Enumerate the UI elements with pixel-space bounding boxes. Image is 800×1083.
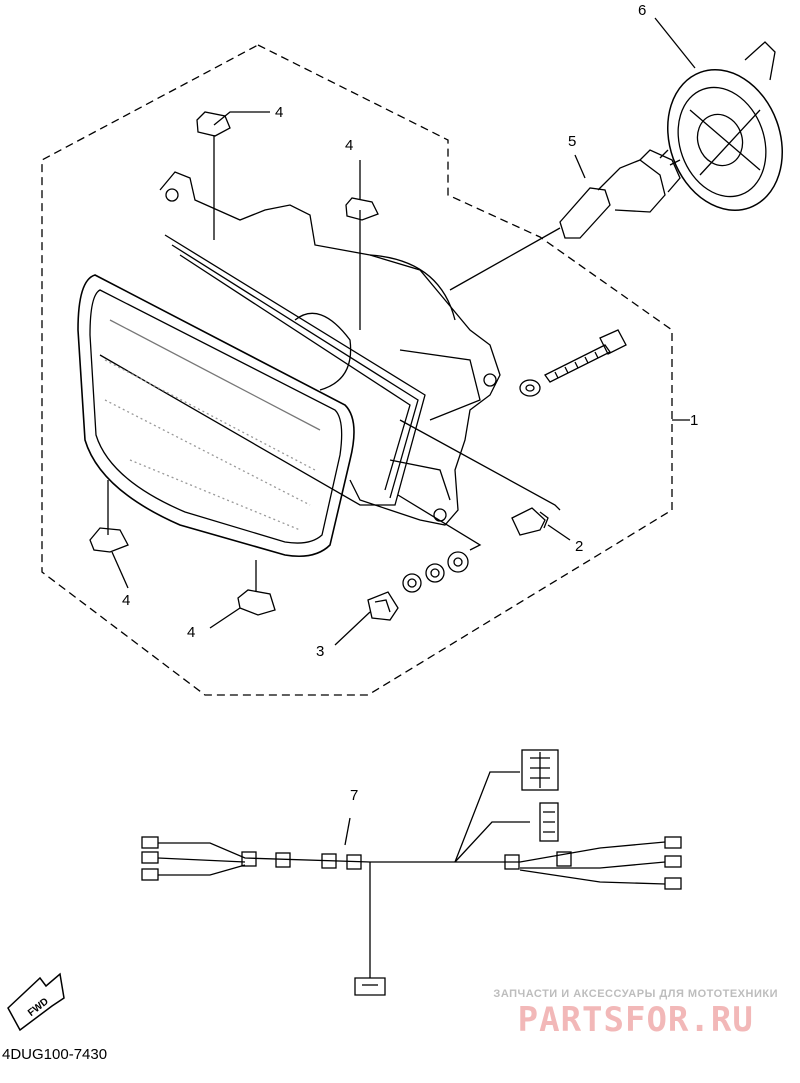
- callout-4-top-right: 4: [345, 137, 353, 154]
- callout-4-bottom-left: 4: [122, 592, 130, 609]
- callout-4-top-left: 4: [275, 104, 283, 121]
- lens-rim: [99, 234, 426, 506]
- bulb-socket: [367, 591, 399, 621]
- watermark-logo: PARTSFOR.RU: [517, 1000, 754, 1040]
- position-bulb: [511, 507, 549, 536]
- grommet: [402, 573, 422, 593]
- headlight-bulb: [559, 149, 681, 239]
- watermark-subtitle: ЗАПЧАСТИ И АКСЕССУАРЫ ДЛЯ МОТОТЕХНИКИ: [493, 988, 778, 1000]
- callout-4-bottom-right: 4: [187, 624, 195, 641]
- headlight-lens: [77, 274, 355, 558]
- callout-1: 1: [690, 412, 698, 429]
- clip-4-top-left: [196, 111, 231, 137]
- assembly-boundary: [41, 44, 673, 696]
- clip-4-bottom-right: [237, 589, 276, 616]
- clip-4-bottom-left: [89, 527, 129, 553]
- watermark: ЗАПЧАСТИ И АКСЕССУАРЫ ДЛЯ МОТОТЕХНИКИ PA…: [493, 988, 778, 1040]
- headlight-housing: [159, 171, 501, 526]
- callout-7: 7: [350, 787, 358, 804]
- diagram-code: 4DUG100-7430: [2, 1046, 108, 1063]
- washer: [425, 563, 445, 583]
- fwd-arrow-icon: [7, 972, 65, 1032]
- clip-4-top-right: [345, 197, 379, 221]
- callout-5: 5: [568, 133, 576, 150]
- callout-6: 6: [638, 2, 646, 19]
- callout-2: 2: [575, 538, 583, 555]
- adjuster-bolt: [519, 329, 627, 397]
- callout-3: 3: [316, 643, 324, 660]
- washer: [447, 551, 469, 573]
- socket-cover: [667, 41, 783, 211]
- wiring-harness: [141, 749, 682, 996]
